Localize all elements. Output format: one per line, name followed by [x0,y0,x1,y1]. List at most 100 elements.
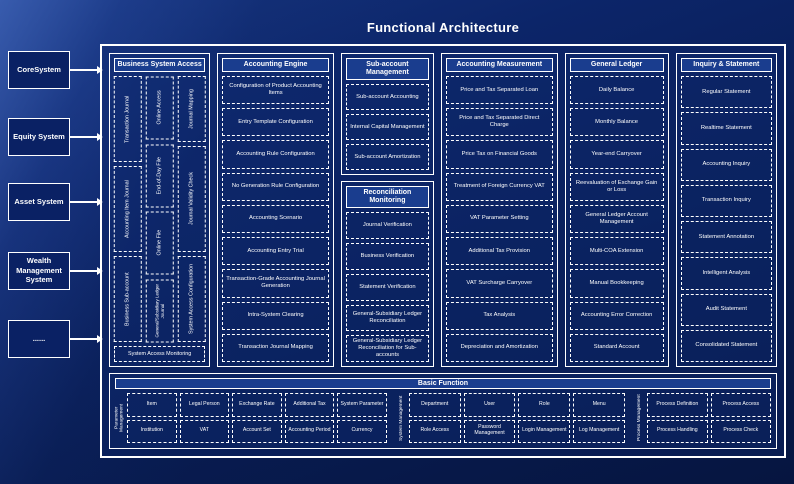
module-box: Business Verification [345,243,430,270]
module-box: Journal Validity Check [177,146,206,253]
module-box: Tax Analysis [446,301,553,330]
module-box: Audit Statement [680,293,772,326]
column-business-system-access: Business System Access Transaction Journ… [109,53,211,367]
module-box: Year-end Carryover [569,140,664,169]
module-box: General Ledger Account Management [569,204,664,234]
system-row: ...... [8,320,103,358]
module-box: Reevaluation of Exchange Gain or Loss [569,172,664,201]
module-box: Login Management [518,419,571,443]
group-reconciliation-monitoring: Reconciliation Monitoring Journal Verifi… [340,181,435,367]
system-box-wealth-management: Wealth Management System [8,251,70,290]
module-box: Multi-COA Extension [569,237,664,266]
module-box: Regular Statement [680,76,772,109]
basic-function-panel: Basic Function Parameter Management Item… [109,373,777,449]
module-box: User [463,393,516,417]
column-general-ledger: General Ledger Daily Balance Monthly Bal… [564,53,669,367]
module-box: Institution [127,419,177,443]
column-header-sub-account-management: Sub-account Management [345,58,430,81]
column-accounting-engine: Accounting Engine Configuration of Produ… [217,53,334,367]
module-box: Sub-account Accounting [345,84,430,111]
module-box: Log Management [573,419,626,443]
module-box: Consolidated Statement [680,329,772,363]
module-box: Process Access [710,393,771,417]
module-box: Process Check [710,419,771,443]
module-box: Transaction Journal [114,76,142,163]
module-box: End-of-Day File [145,143,174,208]
system-box-ellipsis: ...... [8,320,70,358]
module-box: Transaction Inquiry [680,184,772,218]
module-columns: Business System Access Transaction Journ… [109,53,777,367]
column-header-business-system-access: Business System Access [114,58,206,73]
module-box: Price and Tax Separated Direct Charge [446,108,553,137]
module-box: Accounting Period [284,419,335,443]
module-box: Statement Verification [345,273,430,301]
module-box: System Access Configuration [177,256,206,342]
group-parameter-management: Parameter Management Item Legal Person E… [115,393,387,443]
module-box: Process Definition [647,393,708,417]
column-inquiry-statement: Inquiry & Statement Regular Statement Re… [675,53,777,367]
group-label-parameter-management: Parameter Management [114,404,125,432]
column-header-reconciliation-monitoring: Reconciliation Monitoring [345,186,430,209]
system-box-coresystem: CoreSystem [8,51,70,89]
business-system-access-body: Transaction Journal Accounting Item Jour… [114,76,206,342]
module-box: No Generation Rule Configuration [222,172,329,201]
module-box: Manual Bookkeeping [569,269,664,298]
basic-function-header: Basic Function [115,378,771,389]
module-box: Transaction Journal Mapping [222,333,329,363]
bsa-subcolumn-1: Transaction Journal Accounting Item Jour… [114,76,142,342]
module-box: General/Subsidiary Ledger Journal [145,278,174,342]
module-box: Online File [145,211,174,275]
system-row: Asset System [8,183,103,221]
module-box: Standard Account [569,333,664,363]
module-box: Entry Template Configuration [222,108,329,137]
module-box: VAT Parameter Setting [446,204,553,234]
module-box: Intelligent Analysis [680,257,772,290]
module-box: Accounting Error Correction [569,301,664,330]
group-sub-account-management: Sub-account Management Sub-account Accou… [340,53,435,176]
functional-architecture-panel: Business System Access Transaction Journ… [100,44,786,458]
system-row: CoreSystem [8,50,103,90]
basic-function-groups: Parameter Management Item Legal Person E… [115,393,771,443]
module-box: Journal Verification [345,212,430,240]
module-box: Daily Balance [569,76,664,105]
module-box: Department [408,393,461,417]
column-sub-account-and-reconciliation: Sub-account Management Sub-account Accou… [340,53,435,367]
module-box: System Access Monitoring [114,346,206,362]
module-box: Accounting Inquiry [680,148,772,181]
module-box: Monthly Balance [569,108,664,137]
module-box: Accounting Entry Trial [222,237,329,266]
bsa-subcolumn-2: Online Access End-of-Day File Online Fil… [145,76,174,342]
source-systems-panel: CoreSystem Equity System Asset System We… [8,50,103,358]
process-management-grid: Process Definition Process Access Proces… [647,393,771,443]
module-box: VAT [179,419,230,443]
module-box: Accounting Rule Configuration [222,140,329,169]
arrow-right-icon [70,198,103,206]
group-system-management: System Management Department User Role M… [397,393,626,443]
module-box: Internal Capital Management [345,114,430,141]
module-box: Additional Tax Provision [446,237,553,266]
module-box: Statement Annotation [680,221,772,254]
column-accounting-measurement: Accounting Measurement Price and Tax Sep… [441,53,558,367]
module-box: Price Tax on Financial Goods [446,140,553,169]
parameter-management-grid: Item Legal Person Exchange Rate Addition… [127,393,387,443]
page-title: Functional Architecture [366,20,520,35]
module-box: Currency [337,419,387,443]
module-box: Business Sub-account [114,256,142,342]
module-box: Accounting Scenario [222,204,329,234]
arrow-right-icon [70,132,103,141]
module-box: Role Access [408,419,461,443]
module-box: System Parameter [337,393,387,417]
system-row: Wealth Management System [8,249,103,293]
arrow-right-icon [70,266,103,275]
module-box: Account Set [232,419,282,443]
arrow-right-icon [70,66,103,74]
column-header-general-ledger: General Ledger [569,58,664,73]
module-box: General-Subsidiary Ledger Reconciliation [345,304,430,332]
group-process-management: Process Management Process Definition Pr… [635,393,771,443]
module-box: Process Handling [647,419,708,443]
module-box: Journal Mapping [177,76,206,143]
module-box: Password Management [463,419,516,443]
module-box: Treatment of Foreign Currency VAT [446,172,553,201]
column-header-inquiry-statement: Inquiry & Statement [680,58,772,73]
system-management-grid: Department User Role Menu Role Access Pa… [408,393,626,443]
